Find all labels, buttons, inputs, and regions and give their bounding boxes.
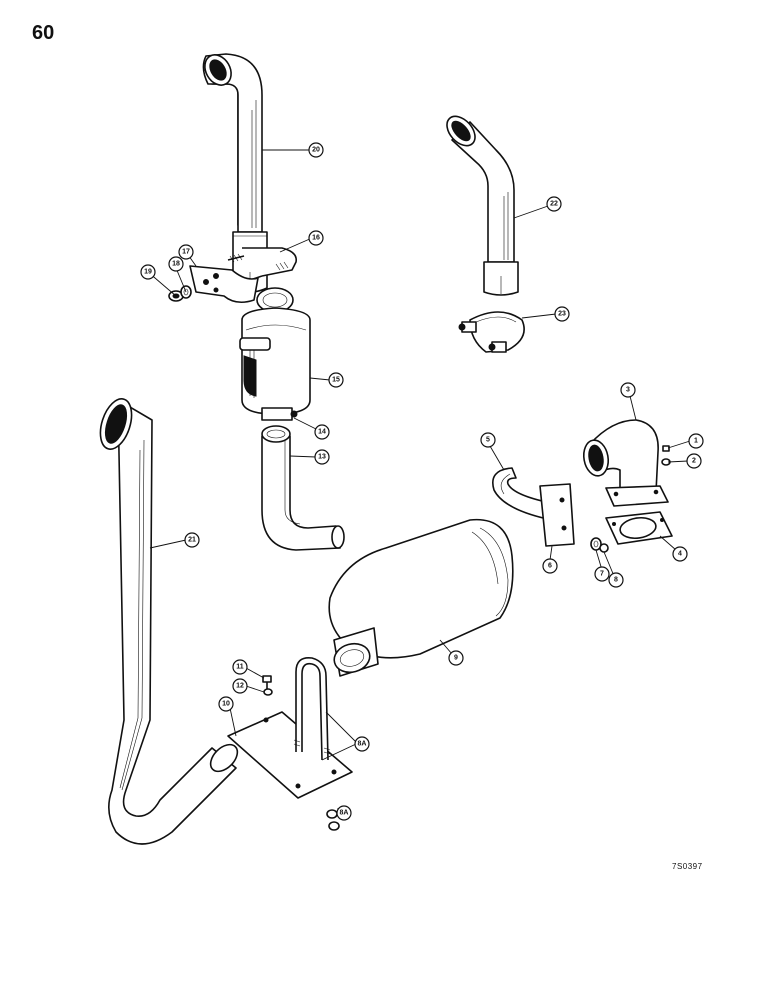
callout-3-label: 3 (626, 387, 630, 394)
callout-15: 15 (328, 372, 344, 388)
callout-20: 20 (308, 142, 324, 158)
drawing-code: 7S0397 (672, 862, 703, 871)
callout-3: 3 (620, 382, 636, 398)
callout-8a-lower-label: 8A (340, 810, 349, 817)
callout-19-label: 19 (144, 269, 152, 276)
callout-6-label: 6 (548, 563, 552, 570)
part-21-long-stack (99, 398, 239, 845)
callout-16: 16 (308, 230, 324, 246)
part-4-gasket (605, 511, 673, 545)
callout-23-label: 23 (558, 311, 566, 318)
callout-5-label: 5 (486, 437, 490, 444)
callout-13-label: 13 (318, 454, 326, 461)
callout-22-label: 22 (550, 201, 558, 208)
callout-5: 5 (480, 432, 496, 448)
callout-7-label: 7 (600, 571, 604, 578)
callout-10: 10 (218, 696, 234, 712)
part-9-main-muffler (328, 518, 514, 677)
callout-2: 2 (686, 453, 702, 469)
callout-22: 22 (546, 196, 562, 212)
page-number: 60 (32, 22, 55, 44)
callout-12-label: 12 (236, 683, 244, 690)
callout-8a-lower: 8A (336, 805, 352, 821)
callout-21-label: 21 (188, 537, 196, 544)
callout-12: 12 (232, 678, 248, 694)
part-18-19-washer-nut (168, 285, 192, 302)
callout-4: 4 (672, 546, 688, 562)
callout-8a-upper: 8A (354, 736, 370, 752)
callout-7: 7 (594, 566, 610, 582)
callout-2-label: 2 (692, 458, 696, 465)
callout-23: 23 (554, 306, 570, 322)
part-23-band-clamp (458, 311, 525, 353)
callout-8a-upper-label: 8A (358, 741, 367, 748)
callout-8-label: 8 (614, 577, 618, 584)
part-10-mount-plate (227, 711, 353, 799)
callout-20-label: 20 (312, 147, 320, 154)
callout-17-label: 17 (182, 249, 190, 256)
callout-13: 13 (314, 449, 330, 465)
callout-18: 18 (168, 256, 184, 272)
part-22-exhaust-tip (446, 115, 519, 296)
part-7-8-nut-washer (590, 537, 609, 553)
callout-9-label: 9 (454, 655, 458, 662)
part-3-elbow-flange (582, 419, 669, 507)
callout-18-label: 18 (172, 261, 180, 268)
callout-11: 11 (232, 659, 248, 675)
callout-4-label: 4 (678, 551, 682, 558)
part-15-small-muffler (239, 287, 311, 421)
part-8a-lower-nut (326, 809, 340, 831)
callout-11-label: 11 (236, 664, 244, 671)
part-13-elbow-pipe (261, 425, 345, 551)
leader-lines (147, 149, 691, 814)
callout-14: 14 (314, 424, 330, 440)
callout-16-label: 16 (312, 235, 320, 242)
part-11-12-screw-washer (262, 675, 273, 696)
part-8a-u-bolt (293, 656, 331, 761)
callout-10-label: 10 (222, 701, 230, 708)
callout-17: 17 (178, 244, 194, 260)
part-17-clamp-saddle (189, 265, 259, 304)
callout-6: 6 (542, 558, 558, 574)
callout-9: 9 (448, 650, 464, 666)
callout-1-label: 1 (694, 438, 698, 445)
callout-15-label: 15 (332, 377, 340, 384)
callout-8: 8 (608, 572, 624, 588)
callout-21: 21 (184, 532, 200, 548)
callout-1: 1 (688, 433, 704, 449)
callout-14-label: 14 (318, 429, 326, 436)
part-6-flange-plate (539, 483, 575, 547)
callout-19: 19 (140, 264, 156, 280)
